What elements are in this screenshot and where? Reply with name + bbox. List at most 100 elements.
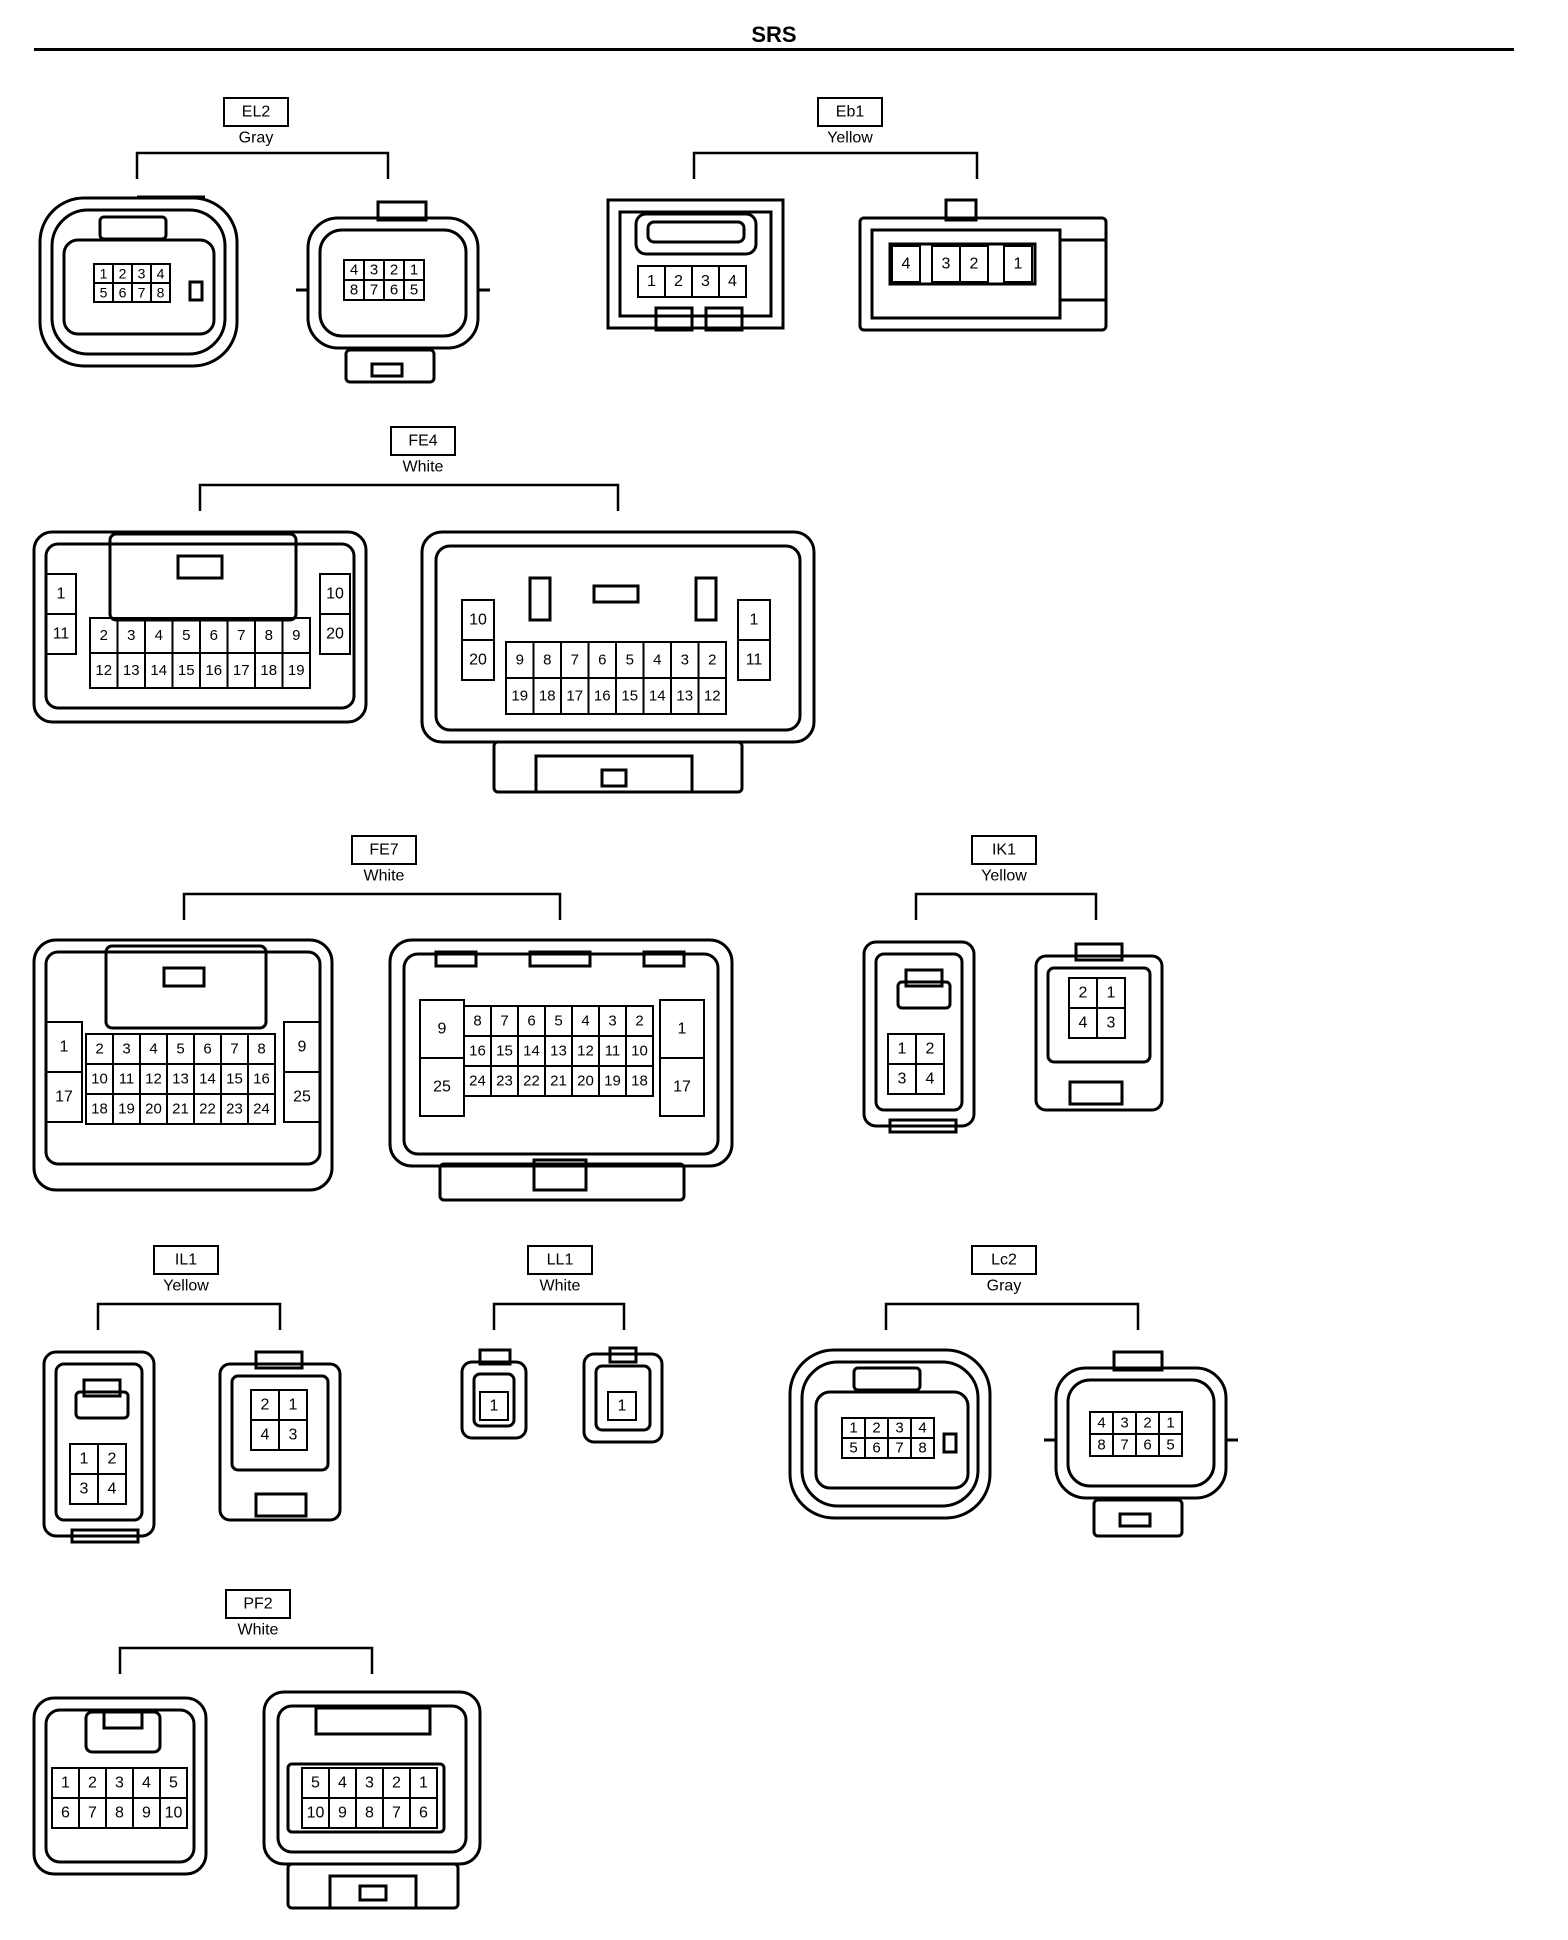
pin-number: 5 [182, 627, 190, 644]
pin-number: 8 [473, 1013, 481, 1030]
pin-number: 6 [210, 627, 218, 644]
pin-number: 1 [61, 1775, 70, 1792]
pin-number: 8 [350, 282, 358, 299]
pin-number: 4 [155, 627, 163, 644]
pin-number: 18 [539, 688, 556, 705]
connector-code: IL1 [175, 1252, 197, 1269]
pin-number: 3 [898, 1071, 907, 1088]
connector-code-box [527, 1245, 593, 1275]
pin-number: 2 [100, 627, 108, 644]
pin-number: 2 [970, 256, 979, 273]
connector-code-box [223, 97, 289, 127]
housing-outline [800, 1360, 980, 1508]
housing-outline [420, 530, 816, 744]
latch-outline [528, 576, 552, 622]
pin-number: 8 [918, 1440, 926, 1457]
connector-bracket [118, 1646, 374, 1674]
lock-tab [600, 768, 628, 788]
pin-number: 12 [145, 1071, 162, 1088]
pin-cell [737, 639, 771, 681]
lock-tab [532, 1158, 588, 1192]
connector-code-box [351, 835, 417, 865]
pin-number: 1 [1166, 1415, 1174, 1432]
pin-number: 20 [145, 1101, 162, 1118]
latch-outline [314, 1706, 432, 1736]
pin-number: 4 [149, 1041, 157, 1058]
pin-number: 2 [1143, 1415, 1151, 1432]
pin-number: 9 [516, 652, 524, 669]
pin-number: 3 [365, 1775, 374, 1792]
housing-outline [32, 530, 368, 724]
pin-number: 16 [253, 1071, 270, 1088]
pin-cell [659, 1057, 705, 1117]
pin-number: 1 [849, 1420, 857, 1437]
pin-number: 16 [469, 1043, 486, 1060]
lock-tab [358, 1884, 388, 1902]
lock-tab [328, 1874, 418, 1910]
pin-number: 18 [260, 662, 277, 679]
pin-number: 3 [289, 1427, 298, 1444]
pin-number: 13 [550, 1043, 567, 1060]
latch-outline [634, 212, 758, 256]
latch-outline [592, 584, 640, 604]
pin-number: 1 [678, 1021, 687, 1038]
pin-cell [403, 279, 425, 301]
connector-bracket [492, 1302, 626, 1330]
pin-number: 4 [653, 652, 661, 669]
pin-number: 5 [554, 1013, 562, 1030]
pin-cell [625, 1065, 654, 1097]
pin-number: 9 [292, 627, 300, 644]
pin-number: 2 [88, 1775, 97, 1792]
housing-outline [814, 1390, 970, 1490]
pin-number: 22 [199, 1101, 216, 1118]
pin-number: 15 [226, 1071, 243, 1088]
pin-number: 1 [1014, 256, 1023, 273]
connector-bracket [182, 892, 562, 920]
pin-cell [891, 245, 921, 283]
pin-number: 20 [326, 626, 344, 643]
pin-number: 12 [577, 1043, 594, 1060]
pin-cell [247, 1093, 276, 1125]
lock-tab [534, 754, 694, 794]
connector-bracket [135, 151, 390, 179]
pin-number: 10 [165, 1805, 183, 1822]
housing-outline [594, 1364, 652, 1432]
pin-number: 1 [60, 1039, 69, 1056]
pin-number: 4 [581, 1013, 589, 1030]
pin-number: 12 [704, 688, 721, 705]
housing-outline [434, 544, 802, 732]
pin-number: 2 [872, 1420, 880, 1437]
pin-number: 7 [895, 1440, 903, 1457]
connector-bracket [198, 483, 620, 511]
connector-code: EL2 [242, 104, 271, 121]
pin-number: 2 [1079, 985, 1088, 1002]
latch-outline [608, 1346, 638, 1364]
pin-number: 3 [1120, 1415, 1128, 1432]
pin-number: 9 [438, 1021, 447, 1038]
pin-number: 4 [918, 1420, 926, 1437]
pin-number: 1 [289, 1397, 298, 1414]
latch-outline [478, 1348, 512, 1366]
pin-number: 11 [119, 1071, 135, 1088]
pin-number: 18 [631, 1073, 648, 1090]
pin-number: 6 [527, 1013, 535, 1030]
pin-number: 7 [392, 1805, 401, 1822]
pin-number: 7 [138, 285, 146, 301]
pin-number: 4 [902, 256, 911, 273]
pin-cell [45, 1071, 83, 1123]
housing-outline [230, 1374, 330, 1472]
connector-color: White [403, 459, 444, 476]
pin-number: 1 [898, 1041, 907, 1058]
housing-outline [788, 1348, 992, 1520]
connector-code-box [971, 835, 1037, 865]
housing-outline [42, 1350, 156, 1538]
pin-number: 13 [676, 688, 693, 705]
latch-outline [102, 1710, 144, 1730]
pin-number: 7 [237, 627, 245, 644]
pin-number: 2 [674, 273, 683, 290]
pin-number: 16 [594, 688, 611, 705]
pin-number: 8 [1097, 1437, 1105, 1454]
pin-number: 8 [265, 627, 273, 644]
pin-frame [888, 242, 1037, 286]
